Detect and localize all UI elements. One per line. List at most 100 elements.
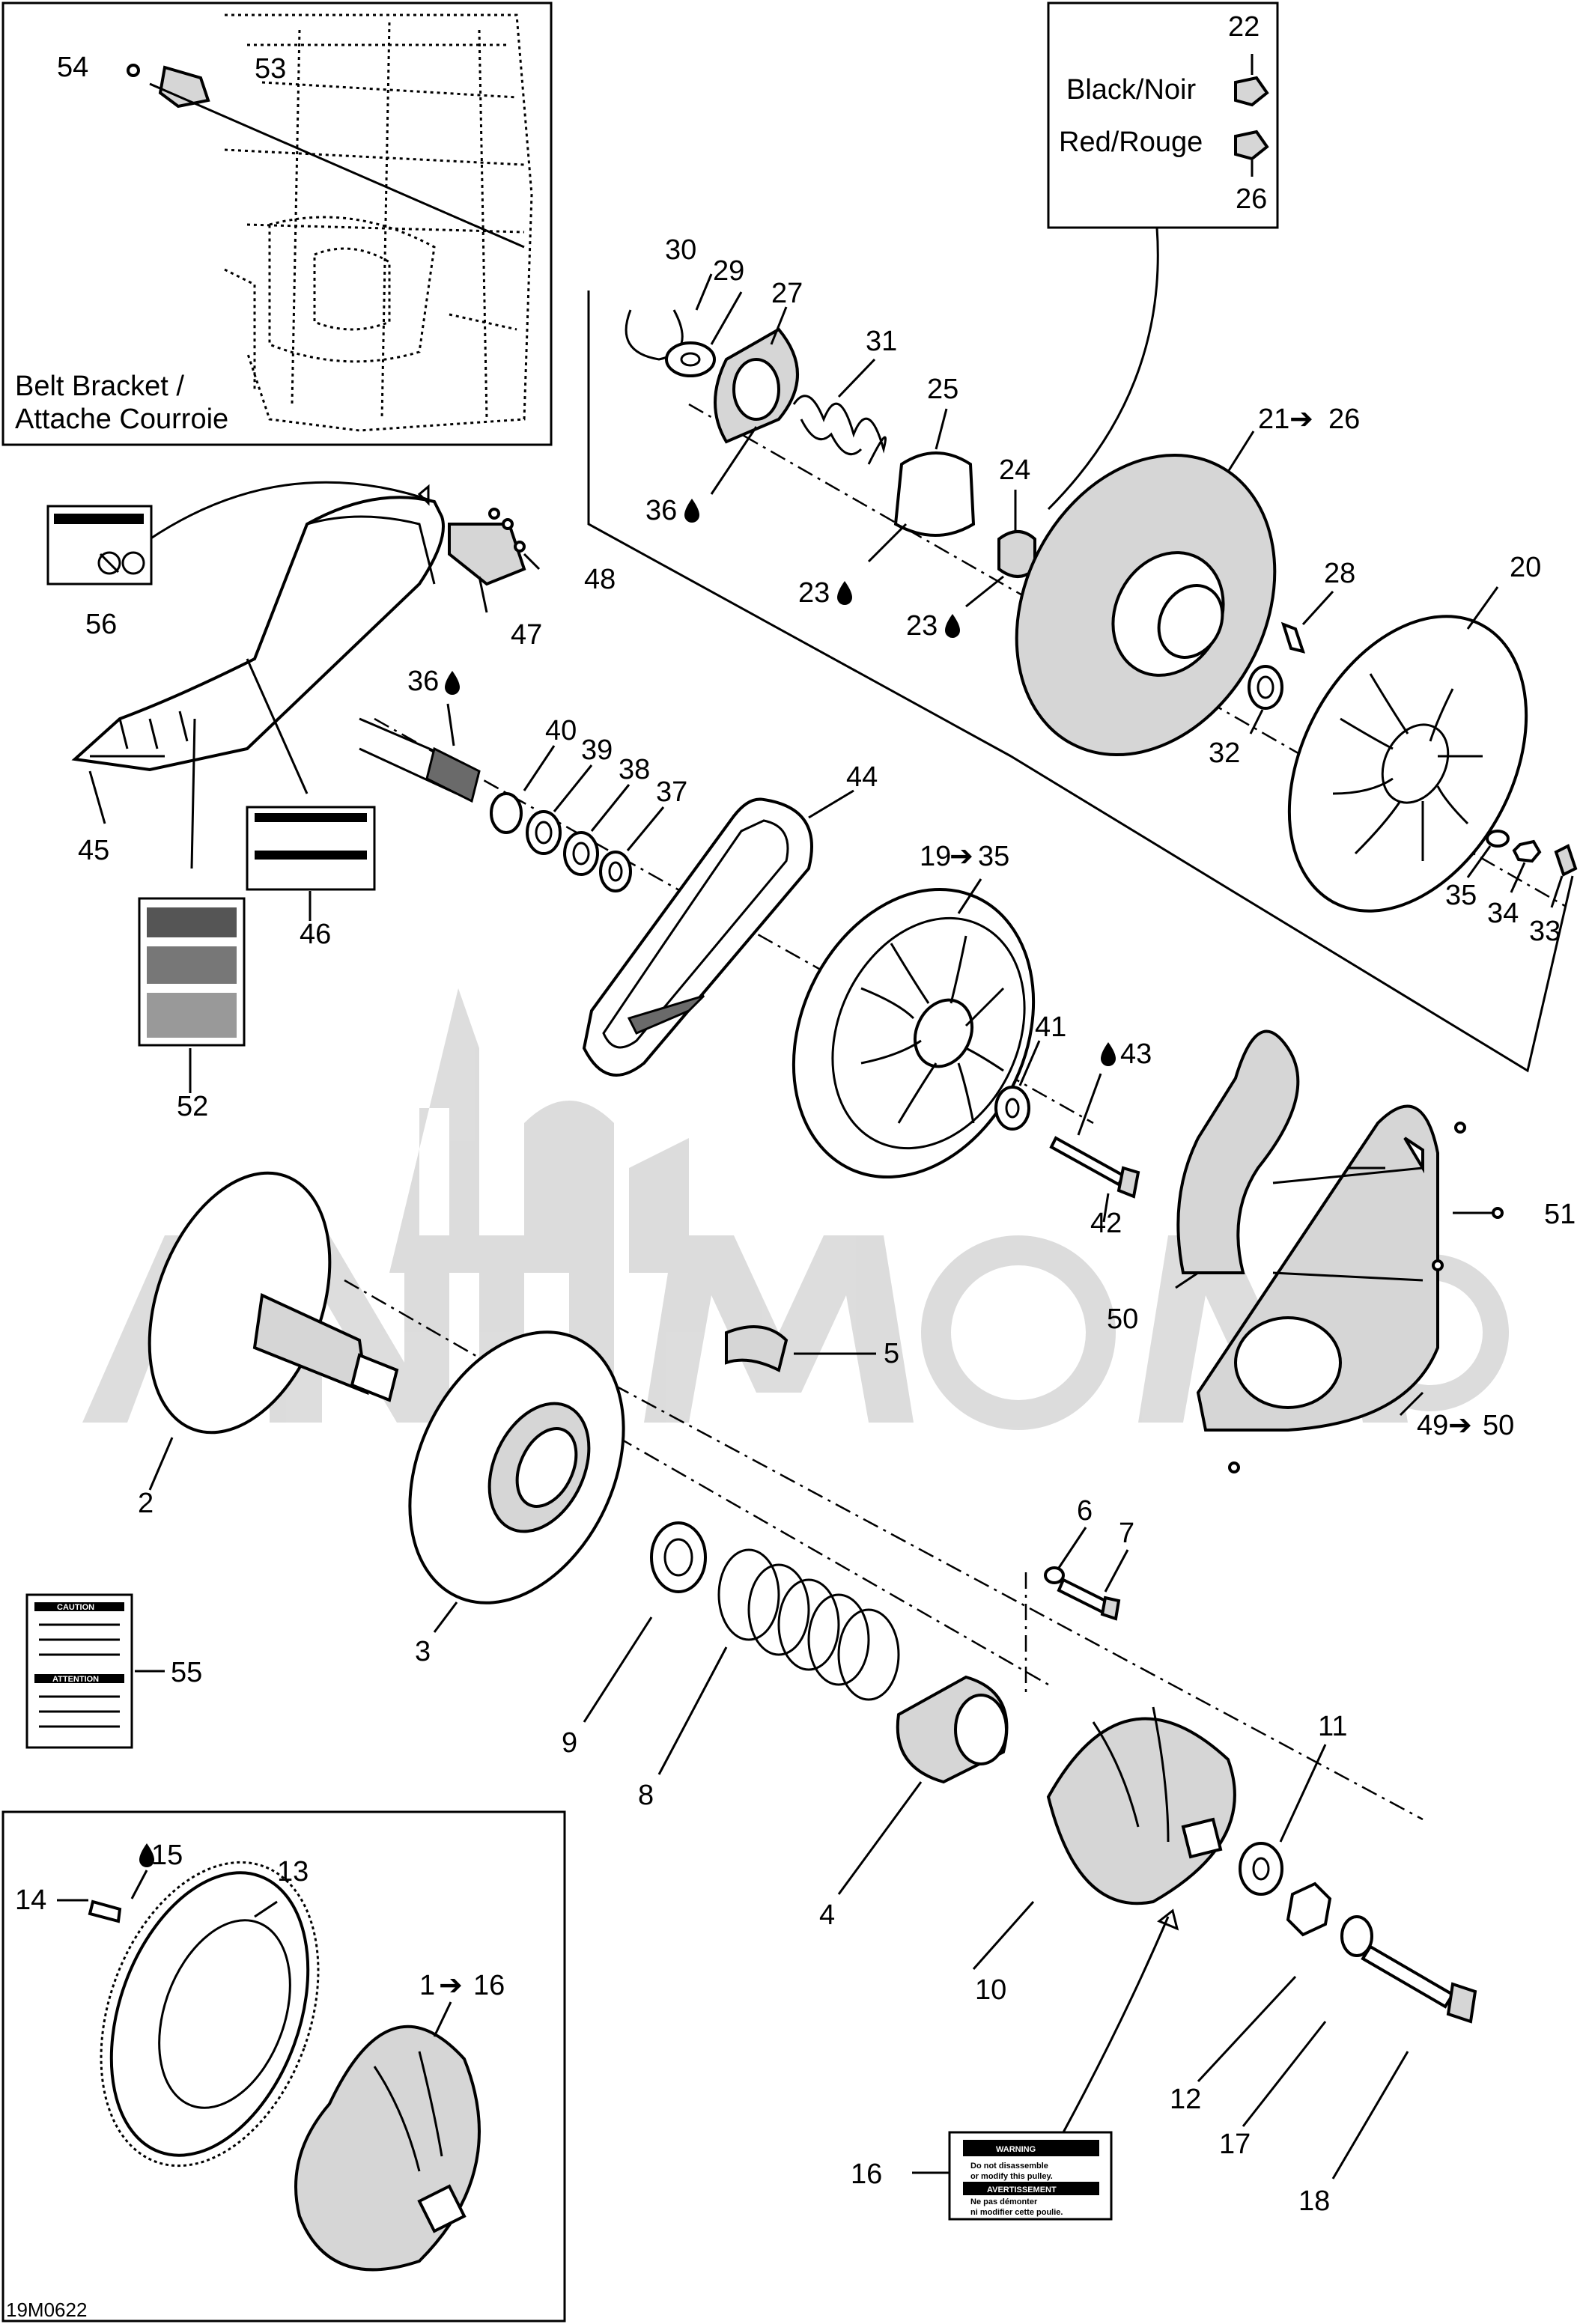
label-19-35: 35 — [978, 841, 1009, 872]
label-36-lower: 36 — [407, 666, 439, 697]
sticker-55-caution: CAUTION — [57, 1603, 94, 1612]
label-52: 52 — [177, 1091, 208, 1122]
label-13: 13 — [277, 1856, 309, 1888]
sticker-55-attention: ATTENTION — [52, 1675, 99, 1684]
label-21-26: 26 — [1328, 404, 1360, 435]
label-1-16: 16 — [473, 1970, 505, 2001]
label-5: 5 — [884, 1338, 899, 1369]
label-38: 38 — [619, 754, 650, 785]
label-54: 54 — [57, 52, 88, 83]
drive-belt-44 — [582, 789, 854, 1077]
screw-7-washer-6 — [1024, 1527, 1129, 1692]
shaft-and-shims-37-40 — [359, 703, 665, 892]
label-12: 12 — [1170, 2084, 1201, 2115]
sleeve-25 — [893, 451, 976, 537]
inset-title-line2: Attache Courroie — [15, 404, 228, 435]
label-7: 7 — [1119, 1518, 1134, 1549]
label-24: 24 — [999, 454, 1030, 486]
inset-belt-bracket: Belt Bracket / Attache Courroie — [1, 1, 553, 446]
grease-drop-icon-36a — [684, 499, 699, 523]
label-41: 41 — [1035, 1012, 1066, 1043]
label-11: 11 — [1318, 1711, 1347, 1742]
label-47: 47 — [511, 619, 542, 651]
label-3: 3 — [415, 1636, 431, 1667]
label-2: 2 — [138, 1488, 154, 1519]
svg-text:➔: ➔ — [439, 1970, 463, 2001]
label-21: 21 — [1258, 404, 1289, 435]
label-34: 34 — [1487, 898, 1519, 929]
sticker-16-avertissement: AVERTISSEMENT — [987, 2185, 1057, 2194]
sticker-52 — [138, 897, 246, 1093]
label-28: 28 — [1324, 558, 1355, 589]
label-32: 32 — [1209, 737, 1240, 769]
label-25: 25 — [927, 374, 958, 405]
label-48: 48 — [584, 564, 616, 595]
label-18: 18 — [1298, 2185, 1330, 2217]
color-key-box: Black/Noir Red/Rouge — [1047, 1, 1279, 511]
label-30: 30 — [665, 234, 696, 266]
label-10: 10 — [975, 1974, 1006, 2006]
grease-drop-icons — [139, 499, 1116, 1867]
driven-pulley-assembly-19 — [792, 878, 1036, 1179]
label-6: 6 — [1077, 1495, 1093, 1527]
spider-4 — [837, 1675, 1009, 1895]
driven-fixed-sheave-21 — [1015, 431, 1277, 757]
grease-drop-icon-23a — [837, 581, 852, 605]
washer-9 — [583, 1521, 707, 1723]
label-51: 51 — [1544, 1199, 1576, 1230]
driven-movable-sheave-20 — [1287, 586, 1528, 913]
label-8: 8 — [638, 1780, 654, 1811]
label-22: 22 — [1228, 11, 1260, 43]
driven-pulley-top-parts — [625, 273, 1036, 608]
exploded-view-frame — [587, 290, 1574, 1073]
spring-8 — [657, 1548, 900, 1775]
label-36-upper: 36 — [645, 495, 677, 526]
label-9: 9 — [562, 1727, 577, 1759]
belt-guard-45 — [71, 481, 541, 869]
svg-text:➔: ➔ — [1289, 404, 1313, 435]
svg-text:➔: ➔ — [950, 841, 973, 872]
label-1: 1 — [419, 1970, 435, 2001]
label-17: 17 — [1219, 2129, 1251, 2160]
label-20: 20 — [1510, 552, 1541, 583]
label-37: 37 — [656, 776, 687, 808]
label-15: 15 — [151, 1840, 183, 1871]
label-29: 29 — [713, 255, 744, 287]
label-31: 31 — [866, 326, 897, 357]
black-weight-part — [1234, 76, 1269, 107]
label-39: 39 — [581, 734, 613, 766]
label-33: 33 — [1529, 916, 1561, 947]
label-35: 35 — [1445, 880, 1477, 911]
label-27: 27 — [771, 278, 803, 309]
inset-title-line1: Belt Bracket / — [15, 371, 184, 402]
label-16: 16 — [851, 2159, 882, 2190]
label-49: 49 — [1417, 1410, 1448, 1441]
nut-washer-screw-33-35 — [1466, 830, 1578, 908]
label-50: 50 — [1107, 1304, 1138, 1335]
label-23-right: 23 — [906, 610, 938, 642]
label-23-left: 23 — [798, 577, 830, 609]
color-black-label: Black/Noir — [1066, 74, 1196, 106]
bolt-and-washer-41-43 — [994, 1040, 1140, 1223]
label-56: 56 — [85, 609, 117, 640]
slider-5 — [725, 1325, 876, 1372]
inset-drive-pulley-assembly — [1, 1810, 566, 2323]
label-19: 19 — [920, 841, 951, 872]
sticker-16-avert-text-2: ni modifier cette poulie. — [970, 2208, 1063, 2217]
bolt-18 — [1331, 1944, 1477, 2179]
sticker-55: CAUTION ATTENTION — [25, 1593, 165, 1749]
label-55: 55 — [171, 1657, 202, 1688]
drive-movable-sheave-3 — [408, 1330, 625, 1633]
label-14: 14 — [15, 1885, 46, 1916]
sticker-16-avert-text-1: Ne pas démonter — [970, 2197, 1038, 2206]
label-26: 26 — [1236, 183, 1267, 215]
grease-drop-icon-23b — [945, 614, 960, 638]
grease-drop-icon-15 — [139, 1843, 154, 1867]
svg-text:➔: ➔ — [1448, 1410, 1472, 1441]
sticker-56 — [46, 505, 153, 585]
callout-labels: 22 26 30 29 27 31 25 24 21 ➔ 26 36 23 23… — [15, 11, 1576, 2217]
covers-49-50 — [1175, 1029, 1504, 1473]
sticker-16-warning-text-1: Do not disassemble — [970, 2162, 1048, 2171]
sticker-46 — [246, 806, 376, 921]
label-53: 53 — [255, 53, 286, 85]
